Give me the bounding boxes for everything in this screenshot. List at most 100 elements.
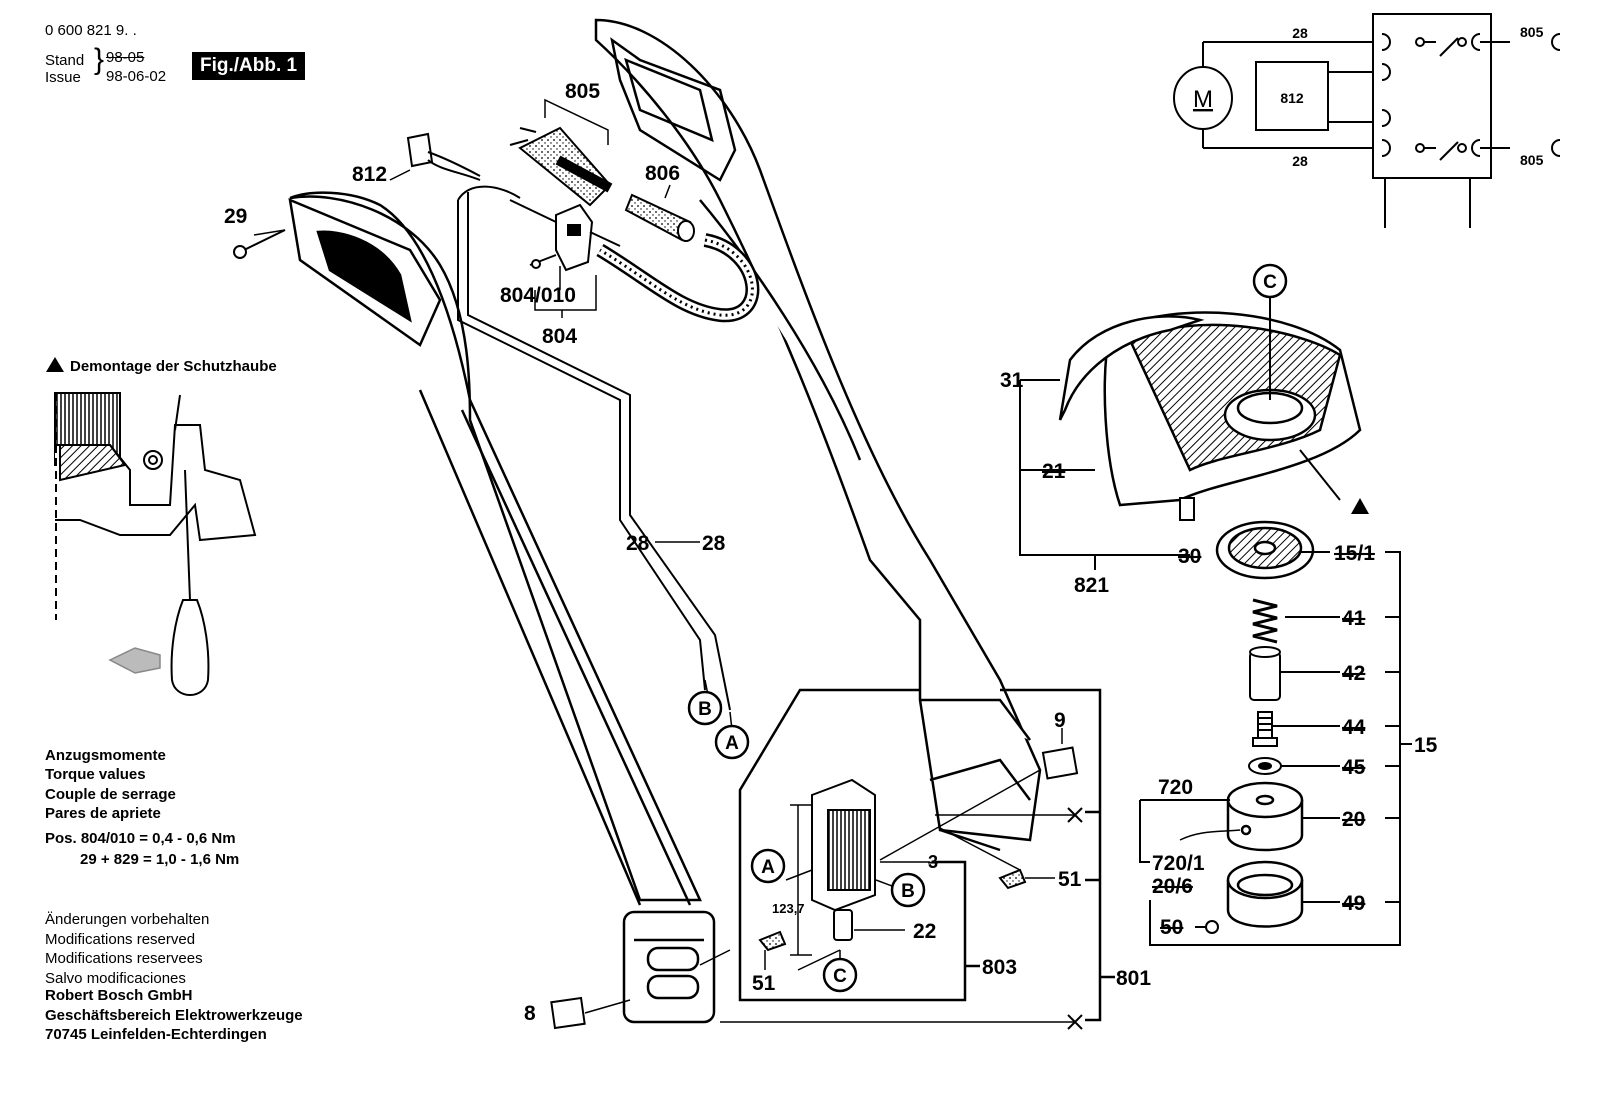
callout-805: 805 — [565, 80, 600, 103]
cord-sleeve-806 — [624, 193, 695, 242]
motor-label: M — [1193, 86, 1213, 113]
circle-a-lower-label: A — [761, 857, 775, 878]
circle-a-lower — [750, 848, 786, 884]
plug-bottom-label: 805 — [1520, 152, 1544, 168]
company-name: Robert Bosch GmbH — [45, 987, 193, 1004]
motor-shaft — [833, 909, 853, 941]
dimension-label: 123,7 — [772, 901, 805, 916]
callout-804: 804 — [542, 325, 577, 348]
sleeve-42 — [1249, 646, 1281, 701]
inset-drawing — [54, 392, 257, 696]
torque-line-en: Torque values — [45, 766, 146, 783]
callout-20-6: 20/6 — [1152, 875, 1193, 898]
circle-c-lower — [822, 957, 858, 993]
callout-41: 41 — [1342, 607, 1366, 630]
bolt-44 — [1252, 711, 1278, 747]
circle-a-upper-label: A — [725, 733, 739, 754]
screw-50 — [1205, 920, 1219, 934]
callout-9: 9 — [1054, 709, 1066, 732]
footer-line-fr: Modifications reservees — [45, 950, 203, 967]
callout-44: 44 — [1342, 716, 1366, 739]
brace-glyph: } — [94, 43, 105, 76]
circle-b-upper — [687, 690, 723, 726]
spool-body-20 — [1226, 781, 1304, 852]
connector-812 — [406, 132, 481, 181]
callout-812: 812 — [352, 163, 387, 186]
torque-spec-1: Pos. 804/010 = 0,4 - 0,6 Nm — [45, 830, 236, 847]
washer-45 — [1248, 757, 1282, 775]
switch-804 — [509, 199, 621, 272]
motor-housing — [594, 18, 1042, 852]
callout-31: 31 — [1000, 369, 1024, 392]
leader-lines — [253, 98, 1075, 1023]
callout-22: 22 — [913, 920, 936, 943]
screw-29 — [233, 229, 286, 259]
callout-51-left: 51 — [752, 972, 776, 995]
motor-group-bracket — [738, 688, 1115, 1022]
callout-8: 8 — [524, 1002, 536, 1025]
callout-821: 821 — [1074, 574, 1109, 597]
torque-line-fr: Couple de serrage — [45, 786, 176, 803]
callout-51-right: 51 — [1058, 868, 1082, 891]
company-address: 70745 Leinfelden-Echterdingen — [45, 1026, 267, 1043]
spring-41 — [1252, 598, 1278, 644]
callout-720-1: 720/1 — [1152, 852, 1205, 875]
plate-9 — [1041, 746, 1079, 780]
company-division: Geschäftsbereich Elektrowerkzeuge — [45, 1007, 303, 1024]
handle-tube — [288, 191, 716, 1024]
callout-15: 15 — [1414, 734, 1438, 757]
plate-8 — [550, 996, 586, 1030]
wiring-schematic — [1173, 13, 1561, 228]
doc-number: 0 600 821 9. . — [45, 22, 137, 39]
footer-line-es: Salvo modificaciones — [45, 970, 186, 987]
circle-b-lower — [890, 872, 926, 908]
callout-806: 806 — [645, 162, 680, 185]
torque-spec-2: 29 + 829 = 1,0 - 1,6 Nm — [80, 851, 240, 868]
callout-803: 803 — [982, 956, 1017, 979]
circle-c-upper — [1252, 263, 1288, 299]
inset-title: Demontage der Schutzhaube — [70, 358, 277, 375]
issue-label: Issue — [45, 69, 81, 86]
callout-45: 45 — [1342, 756, 1366, 779]
stand-date: 98-05 — [106, 49, 145, 66]
guard-821 — [1058, 311, 1362, 507]
footer-line-en: Modifications reserved — [45, 931, 196, 948]
circle-b-lower-label: B — [901, 881, 915, 902]
callout-720: 720 — [1158, 776, 1193, 799]
circle-c-lower-label: C — [833, 966, 847, 987]
issue-date: 98-06-02 — [106, 68, 167, 85]
line-720-1 — [1179, 829, 1241, 841]
callout-30: 30 — [1178, 545, 1201, 568]
cross-marks — [1067, 807, 1083, 1030]
circle-b-upper-label: B — [698, 699, 712, 720]
module-label: 812 — [1280, 90, 1304, 106]
foam-pad-51-right — [998, 868, 1027, 890]
callout-50: 50 — [1160, 916, 1183, 939]
foam-pad-51-left — [758, 930, 787, 952]
callout-49: 49 — [1342, 892, 1365, 915]
wire-top-label: 28 — [1292, 25, 1308, 41]
direction-arrow-icon — [108, 647, 161, 674]
warning-triangle-icon — [46, 357, 64, 372]
callout-15-1: 15/1 — [1334, 542, 1375, 565]
callout-801: 801 — [1116, 967, 1151, 990]
stand-label: Stand — [45, 52, 85, 69]
spool-15-1 — [1215, 520, 1315, 580]
plug-top-label: 805 — [1520, 24, 1544, 40]
circle-c-upper-label: C — [1263, 272, 1277, 293]
callout-804-010: 804/010 — [500, 284, 576, 307]
callout-3: 3 — [928, 852, 938, 872]
cap-49 — [1226, 860, 1304, 928]
dimension-line — [790, 804, 841, 971]
callout-20: 20 — [1342, 808, 1365, 831]
callout-42: 42 — [1342, 662, 1365, 685]
guard-warning-triangle-icon — [1351, 498, 1369, 514]
wire-28 — [457, 185, 731, 711]
plug-805 — [509, 126, 613, 207]
callout-21: 21 — [1042, 460, 1066, 483]
callout-28-left: 28 — [626, 532, 650, 555]
footer-line-de: Änderungen vorbehalten — [45, 911, 210, 928]
module-812-box — [1255, 61, 1329, 131]
